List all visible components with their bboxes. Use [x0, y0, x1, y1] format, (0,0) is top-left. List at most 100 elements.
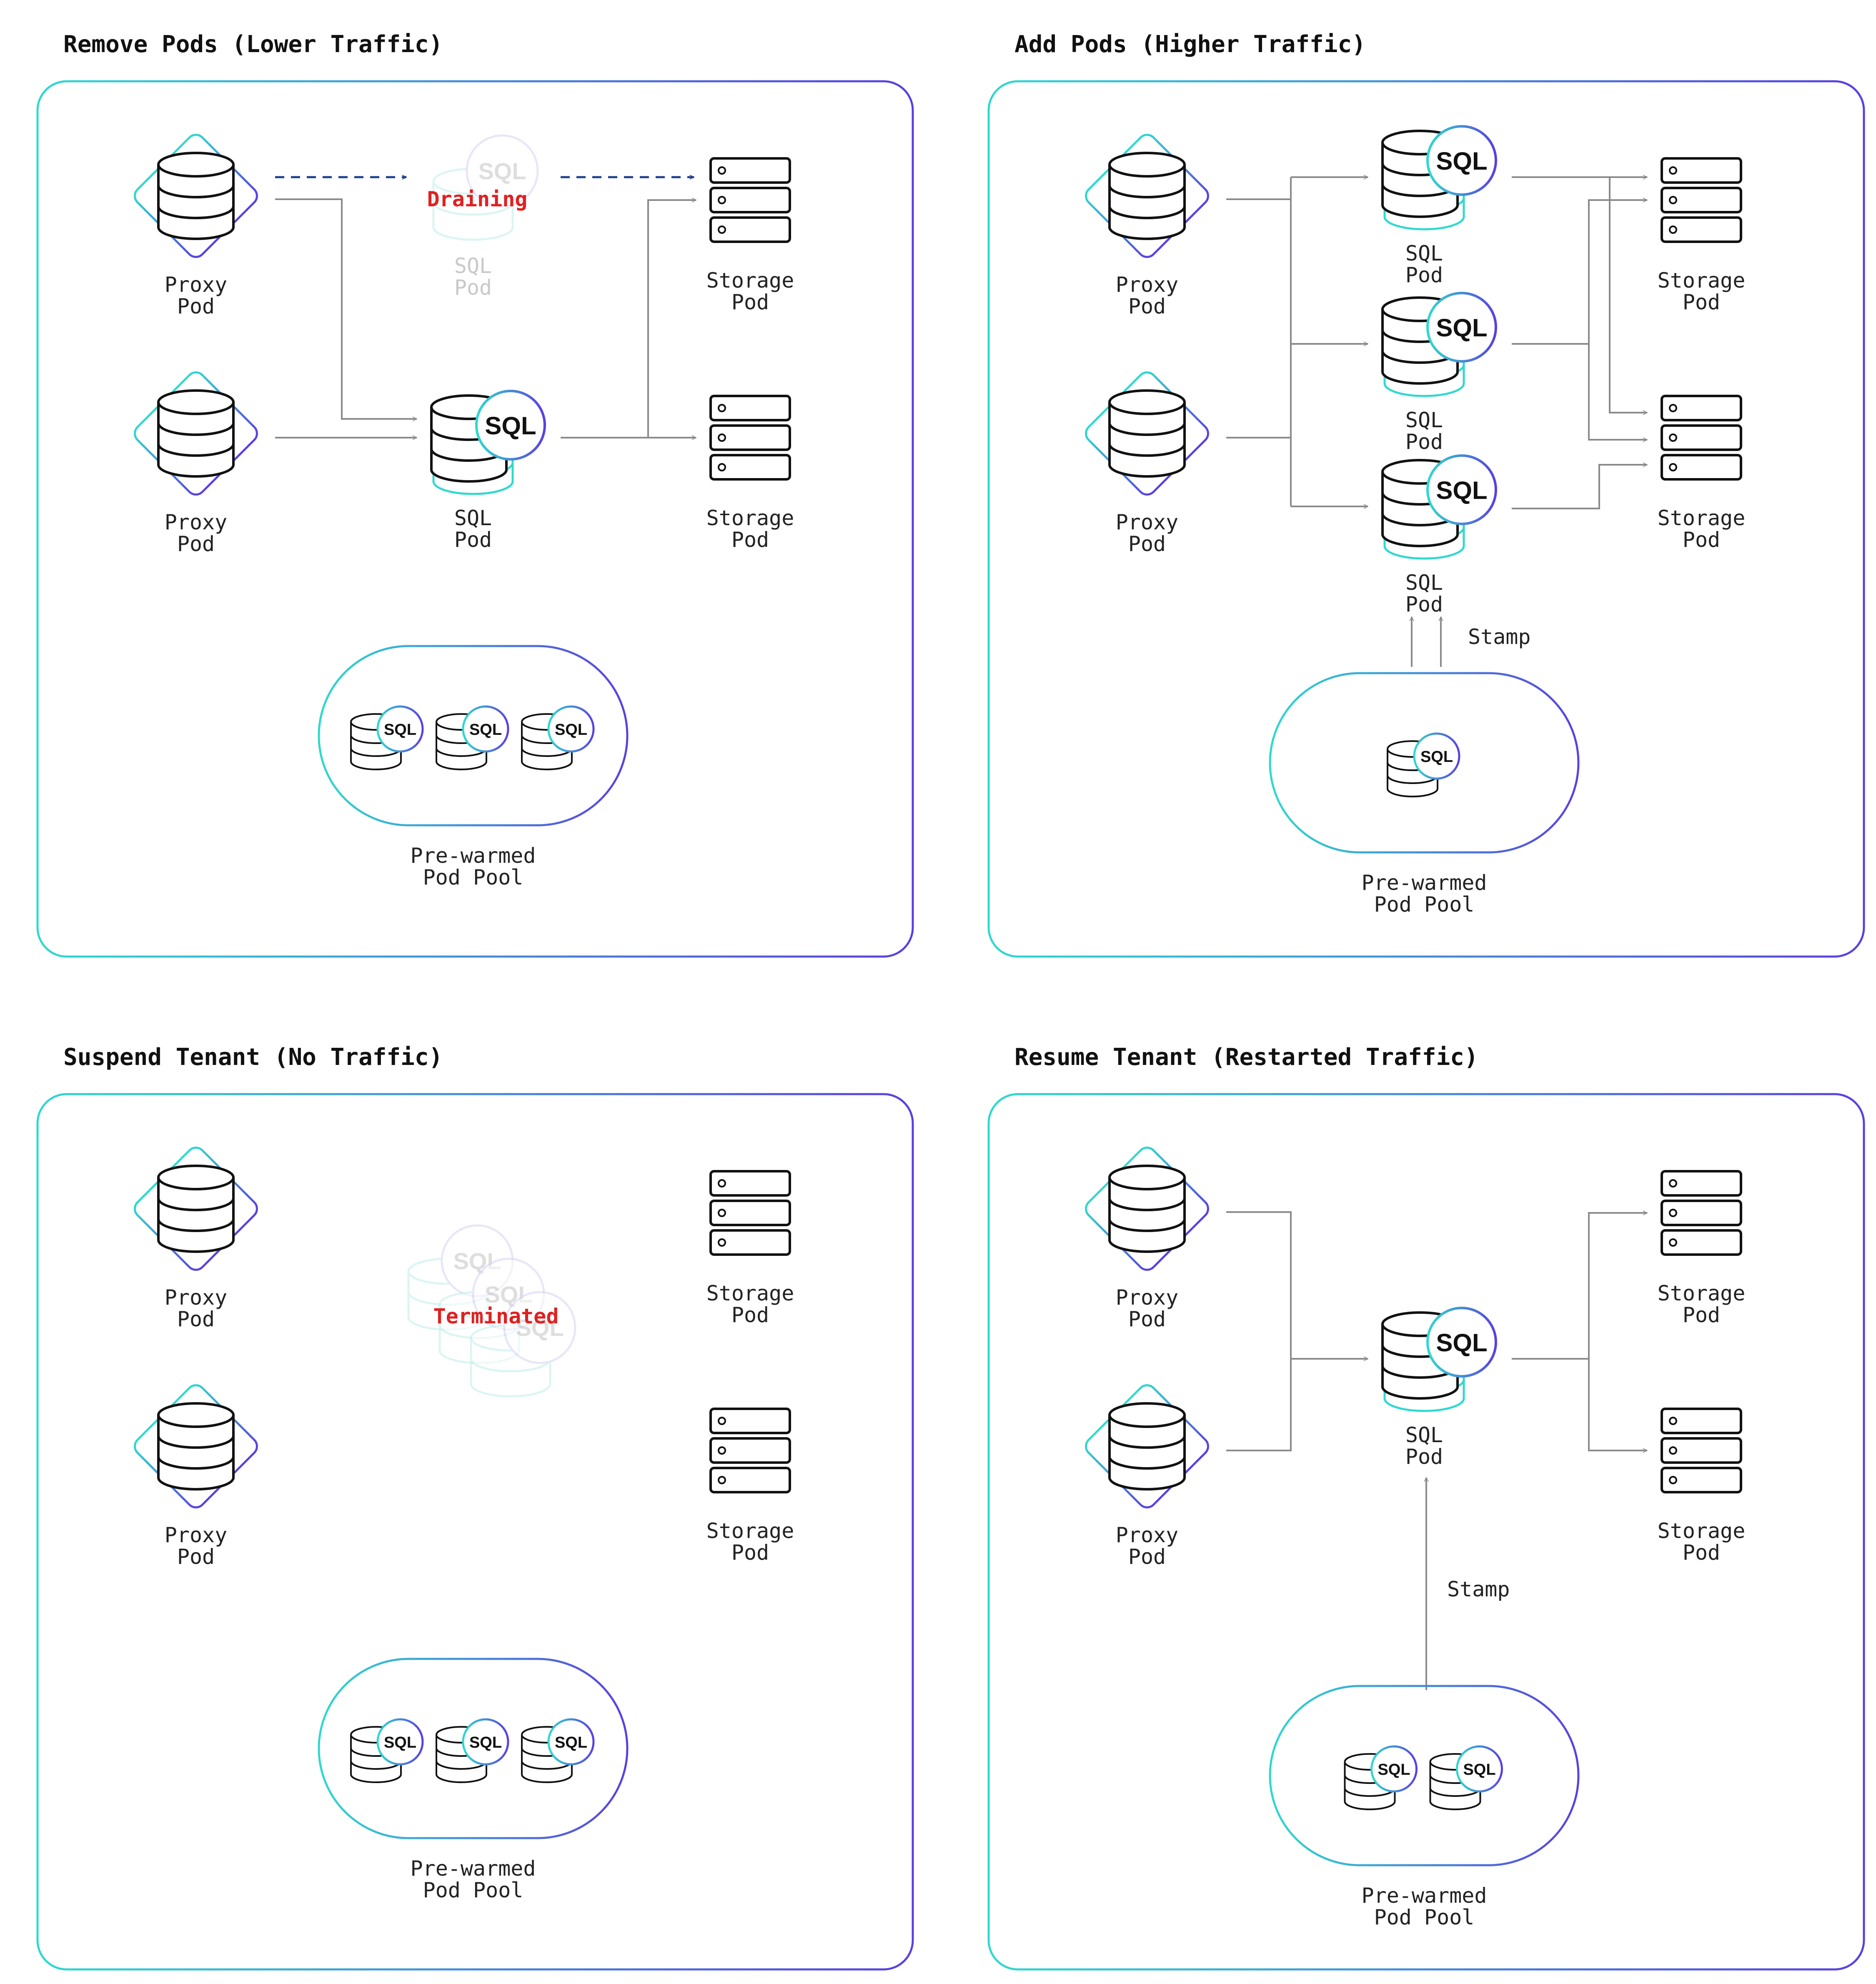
suspend-panel-storage-pod-1-label-line-1: Storage [706, 1281, 794, 1305]
sql-badge-icon [376, 705, 424, 753]
sql-badge-text: SQL [1436, 314, 1487, 342]
remove-panel-pod-pool-pod-3: SQL [521, 705, 595, 770]
remove-panel-title: Remove Pods (Lower Traffic) [63, 31, 443, 58]
add-panel-sql-pod-2-label-line-2: Pod [1405, 430, 1443, 454]
resume-panel-pod-pool-capsule [1269, 1685, 1580, 1866]
resume-panel-line-proxies [1226, 1211, 1292, 1451]
resume-panel-pod-pool-label-line-1: Pre-warmed [1361, 1884, 1487, 1908]
remove-panel-storage-pod-1-label-line-2: Pod [731, 290, 769, 314]
suspend-panel-title: Suspend Tenant (No Traffic) [63, 1044, 443, 1071]
sql-badge-text: SQL [555, 1734, 587, 1751]
remove-panel-pod-pool-pod-2: SQL [436, 705, 509, 770]
sql-badge-icon [462, 705, 509, 753]
remove-panel-proxy-pod-2 [134, 371, 258, 496]
remove-panel-pod-pool-pod-1: SQL [350, 705, 424, 770]
suspend-panel-proxy-pod-2-label-line-1: Proxy [165, 1523, 228, 1547]
sql-badge-text: SQL [485, 412, 536, 440]
suspend-panel-storage-pod-2-server-icon [711, 1409, 790, 1492]
sql-badge-text: SQL [384, 721, 416, 739]
add-panel-sql-pod-3-label-line-1: SQL [1405, 571, 1443, 595]
remove-panel-draining-label-line-2: Pod [454, 276, 492, 300]
add-panel-storage-pod-1-label-line-1: Storage [1658, 268, 1746, 293]
suspend-panel-proxy-pod-1-label-line-2: Pod [177, 1307, 215, 1331]
sql-badge-icon [547, 705, 595, 753]
remove-panel-sql-pod-label-line-1: SQL [454, 506, 492, 530]
remove-panel-sql-pod: SQL [431, 390, 546, 494]
add-panel-proxy-pod-1 [1085, 134, 1209, 258]
resume-panel-storage-pod-2-label-line-2: Pod [1683, 1541, 1720, 1565]
add-panel-sql-pod-1-label-line-1: SQL [1405, 241, 1443, 266]
sql-badge-text: SQL [1436, 1329, 1487, 1357]
sql-badge-icon [462, 1718, 509, 1766]
remove-panel-arrow-proxy1-to-sql [275, 198, 417, 419]
resume-panel-proxy-pod-1-label-line-1: Proxy [1116, 1285, 1179, 1310]
add-panel-stamp-label: Stamp [1468, 625, 1531, 649]
add-panel-pod-pool-label-line-1: Pre-warmed [1361, 871, 1487, 895]
add-panel-storage-pod-1-label-line-2: Pod [1683, 290, 1720, 314]
sql-badge-text: SQL [1378, 1761, 1410, 1779]
database-icon [1110, 1166, 1185, 1252]
resume-panel-proxy-pod-2-label-line-1: Proxy [1116, 1523, 1179, 1547]
suspend-panel-pod-pool-label-line-2: Pod Pool [423, 1878, 523, 1902]
add-panel-proxy-pod-2-label-line-1: Proxy [1116, 510, 1179, 534]
add-panel-storage-pod-2-label-line-2: Pod [1683, 528, 1720, 552]
resume-panel-storage-pod-2-label-line-1: Storage [1658, 1519, 1746, 1543]
sql-badge-icon [1456, 1745, 1503, 1793]
add-panel-pod-pool-capsule [1269, 672, 1580, 854]
suspend-panel-proxy-pod-1-label-line-1: Proxy [165, 1285, 228, 1310]
remove-panel-storage-pod-2-server-icon [711, 396, 790, 479]
remove-panel-draining-sql-pod: SQL [432, 134, 539, 241]
remove-panel-arrow-sql-to-storage1 [647, 200, 696, 438]
resume-panel-title: Resume Tenant (Restarted Traffic) [1014, 1044, 1478, 1071]
add-panel-arrow-sql2-to-storage2 [1588, 344, 1647, 440]
sql-badge-text: SQL [1436, 476, 1487, 504]
resume-panel-stamp-label: Stamp [1447, 1577, 1510, 1601]
database-icon [1110, 391, 1185, 476]
add-panel-storage-pod-2-label-line-1: Storage [1658, 506, 1746, 530]
add-panel-arrow-sql1-to-storage2 [1609, 177, 1647, 413]
suspend-panel-storage-pod-2-label-line-2: Pod [731, 1541, 769, 1565]
database-icon [158, 1403, 233, 1489]
suspend-panel-pod-pool-pod-1: SQL [350, 1718, 424, 1783]
resume-panel-sql-pod-label-line-2: Pod [1405, 1445, 1443, 1469]
sql-badge-icon [475, 390, 546, 461]
add-panel-storage-pod-2-server-icon [1662, 396, 1741, 479]
add-panel-proxy-pod-2-label-line-2: Pod [1128, 532, 1166, 556]
database-icon [158, 391, 233, 476]
remove-panel-sql-pod-label-line-2: Pod [454, 528, 492, 552]
resume-panel-pod-pool-label-line-2: Pod Pool [1374, 1905, 1475, 1929]
resume-panel-sql-pod: SQL [1383, 1307, 1497, 1411]
suspend-panel-proxy-pod-2-label-line-2: Pod [177, 1545, 215, 1569]
resume-panel-frame [987, 1093, 1865, 1971]
add-panel-sql-pod-2: SQL [1383, 292, 1497, 396]
resume-panel-arrow-sql-to-storage1 [1588, 1213, 1647, 1359]
add-panel-arrow-sql3-to-storage2 [1512, 465, 1647, 509]
suspend-panel-storage-pod-1-label-line-2: Pod [731, 1303, 769, 1327]
sql-badge-icon [547, 1718, 595, 1766]
sql-badge-text: SQL [1420, 748, 1453, 766]
add-panel-storage-pod-1-server-icon [1662, 158, 1741, 242]
sql-badge-icon [1426, 454, 1497, 525]
sql-badge-text: SQL [516, 1315, 564, 1341]
add-panel-arrow-sql2-to-storage1 [1588, 200, 1647, 344]
remove-panel-storage-pod-1-server-icon [711, 158, 790, 242]
add-panel-title: Add Pods (Higher Traffic) [1014, 31, 1366, 58]
remove-panel-pod-pool-capsule [318, 645, 629, 827]
resume-panel-pod-pool-pod-2: SQL [1429, 1745, 1503, 1810]
add-panel-pod-pool-label-line-2: Pod Pool [1374, 892, 1475, 917]
add-panel-sql-pod-2-label-line-1: SQL [1405, 408, 1443, 432]
add-panel-sql-pod-1-label-line-2: Pod [1405, 263, 1443, 287]
suspend-panel-terminated-sql-pod-3: SQL [470, 1291, 576, 1398]
sql-badge-icon [1413, 732, 1460, 780]
sql-badge-text: SQL [555, 721, 587, 739]
resume-panel-pod-pool-pod-1: SQL [1344, 1745, 1418, 1810]
suspend-panel-pod-pool-label-line-1: Pre-warmed [410, 1856, 536, 1881]
suspend-panel-pod-pool-pod-3: SQL [521, 1718, 595, 1783]
sql-badge-icon [1426, 292, 1497, 363]
sql-badge-icon [1370, 1745, 1418, 1793]
resume-panel-proxy-pod-1-label-line-2: Pod [1128, 1307, 1166, 1331]
sql-badge-icon [1426, 125, 1497, 196]
resume-panel-storage-pod-1-label-line-1: Storage [1658, 1281, 1746, 1305]
sql-badge-icon [466, 134, 539, 208]
resume-panel-proxy-pod-1 [1085, 1147, 1209, 1271]
